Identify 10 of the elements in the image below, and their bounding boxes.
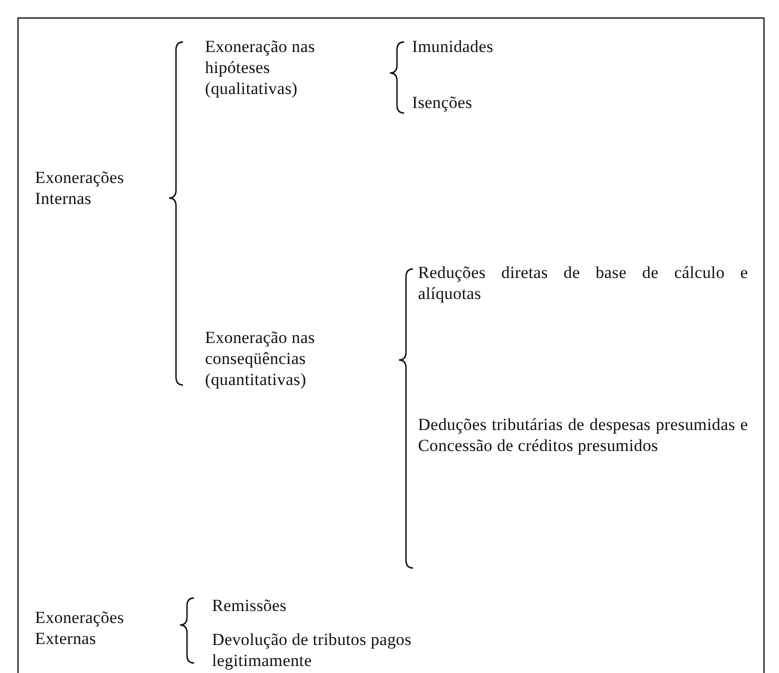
outline-text: Exonerações Externas bbox=[35, 607, 126, 649]
outline-text: Exoneração nas conseqüências (quantitativas) bbox=[205, 327, 316, 390]
outline-text: Deduções tributárias de despesas presumidas e Concessão de créditos presumidos bbox=[418, 414, 748, 456]
outline-text: Remissões bbox=[212, 595, 288, 616]
outline-text: Exonerações Internas bbox=[35, 167, 126, 209]
outline-text: Imunidades bbox=[412, 36, 494, 57]
outline-text: Reduções diretas de base de cálculo e alíquotas bbox=[418, 262, 748, 304]
outline-text: Isenções bbox=[412, 92, 474, 113]
outline-text: Devolução de tributos pagos legitimamente bbox=[212, 629, 412, 671]
outline-text: Exoneração nas hipóteses (qualitativas) bbox=[205, 36, 316, 99]
